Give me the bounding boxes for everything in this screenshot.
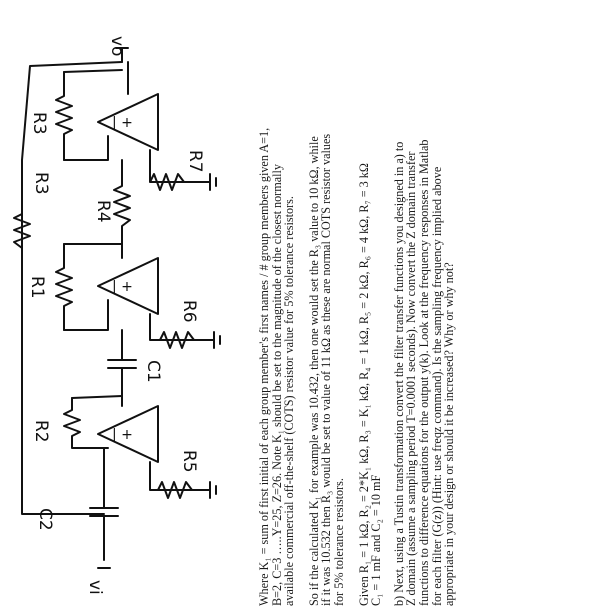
label-r6: R6 — [179, 300, 199, 323]
circuit-schematic: | + | + | + vo R3 R3 R7 R4 R1 R6 C1 R2 R… — [13, 36, 221, 595]
resistor-r7 — [149, 149, 217, 191]
input-wire — [21, 447, 105, 515]
op-amp-1 — [97, 405, 159, 463]
capacitor-c1 — [107, 329, 137, 395]
label-vo: vo — [107, 36, 127, 56]
op-amp-2 — [97, 257, 159, 315]
paragraph-component-values: Given R₁ = 1 kΩ, R₂ = 2*K₁ kΩ, R₃ = K₁ k… — [356, 163, 384, 606]
paragraph-k1-example: So if the calculated K₁ for example was … — [306, 133, 346, 606]
label-r4: R4 — [93, 200, 113, 223]
r1-feedback-wire — [63, 243, 123, 331]
resistor-series-top — [13, 213, 31, 249]
label-r2: R2 — [31, 420, 51, 443]
op-amp-2-signs: | + — [112, 279, 133, 295]
op-amp-1-signs: | + — [112, 427, 133, 443]
paragraph-part-b: b) Next, using a Tustin transformation c… — [391, 139, 457, 607]
output-wire — [115, 47, 129, 63]
resistor-r5 — [149, 461, 217, 499]
r3-feedback-wire — [63, 69, 123, 161]
label-r3-top: R3 — [29, 112, 49, 135]
capacitor-c2 — [89, 507, 119, 569]
op-amp-3 — [97, 93, 159, 151]
resistor-r4 — [113, 159, 131, 251]
label-r7: R7 — [185, 150, 205, 173]
rotated-text-block: Where K₁ = sum of first initial of each … — [257, 6, 593, 607]
resistor-r1 — [55, 243, 73, 331]
resistor-r6 — [149, 313, 221, 349]
label-c2: C2 — [35, 508, 55, 531]
label-r5: R5 — [179, 450, 199, 473]
resistor-r2 — [63, 397, 109, 449]
paragraph-k1-definition: Where K₁ = sum of first initial of each … — [257, 127, 297, 606]
label-vi: vi — [85, 580, 105, 595]
label-r1: R1 — [27, 276, 47, 299]
top-feedback-wire — [21, 61, 123, 501]
resistor-r3 — [55, 71, 73, 161]
label-r3-loop: R3 — [31, 172, 51, 195]
r2-feedback-wire — [71, 395, 123, 399]
label-c1: C1 — [143, 360, 163, 383]
op-amp-3-signs: | + — [112, 115, 133, 131]
